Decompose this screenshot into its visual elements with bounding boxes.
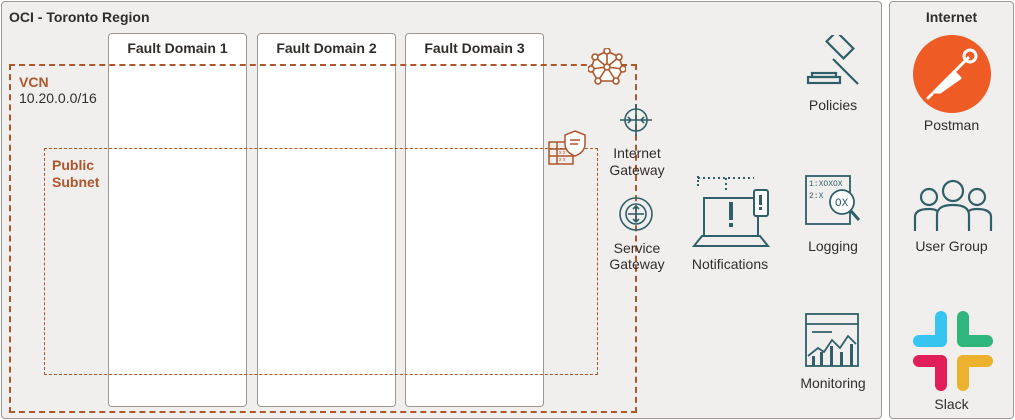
svg-text:x x: x x xyxy=(559,150,566,156)
slack-icon xyxy=(913,311,993,391)
monitoring-label: Monitoring xyxy=(800,375,866,391)
internet-gateway-label-line1: Internet xyxy=(613,145,661,161)
slack-label: Slack xyxy=(934,396,969,412)
service-gateway-label-line1: Service xyxy=(613,240,661,256)
user-group-label: User Group xyxy=(915,238,988,254)
fault-domain-1: Fault Domain 1 xyxy=(108,33,247,407)
vcn-label: VCN xyxy=(19,74,49,90)
internet-gateway-label-line2: Gateway xyxy=(609,162,665,178)
logging-label: Logging xyxy=(808,238,858,254)
public-subnet-boundary xyxy=(44,148,598,375)
svg-text:2:X: 2:X xyxy=(809,192,824,201)
fault-domain-2-label: Fault Domain 2 xyxy=(276,40,377,56)
subnet-label-line1: Public xyxy=(52,157,95,173)
user-group-icon xyxy=(913,179,993,231)
postman-icon xyxy=(913,35,991,113)
security-list-icon: x xx x xyxy=(548,130,586,165)
service-gateway-icon xyxy=(619,197,653,231)
notifications-icon xyxy=(691,176,771,247)
internet-title: Internet xyxy=(925,9,978,25)
subnet-label-line2: Subnet xyxy=(52,174,100,190)
fault-domain-3: Fault Domain 3 xyxy=(405,33,544,407)
logging-icon: 1:XOXOX 2:X OX xyxy=(805,175,861,225)
router-icon xyxy=(588,48,626,85)
svg-text:OX: OX xyxy=(835,198,849,210)
fault-domain-3-label: Fault Domain 3 xyxy=(424,40,525,56)
postman-label: Postman xyxy=(923,117,980,133)
region-title: OCI - Toronto Region xyxy=(9,9,150,25)
monitoring-icon xyxy=(805,313,859,367)
service-gateway-label-line2: Gateway xyxy=(609,256,665,272)
vcn-cidr: 10.20.0.0/16 xyxy=(19,90,97,106)
notifications-label: Notifications xyxy=(691,256,769,272)
policies-label: Policies xyxy=(808,97,858,113)
svg-text:1:XOXOX: 1:XOXOX xyxy=(809,180,843,189)
fault-domain-1-label: Fault Domain 1 xyxy=(127,40,228,56)
svg-text:x x: x x xyxy=(559,157,566,163)
fault-domain-2: Fault Domain 2 xyxy=(257,33,396,407)
internet-gateway-icon xyxy=(620,104,652,136)
policies-icon xyxy=(806,35,859,85)
vcn-boundary xyxy=(9,64,637,413)
